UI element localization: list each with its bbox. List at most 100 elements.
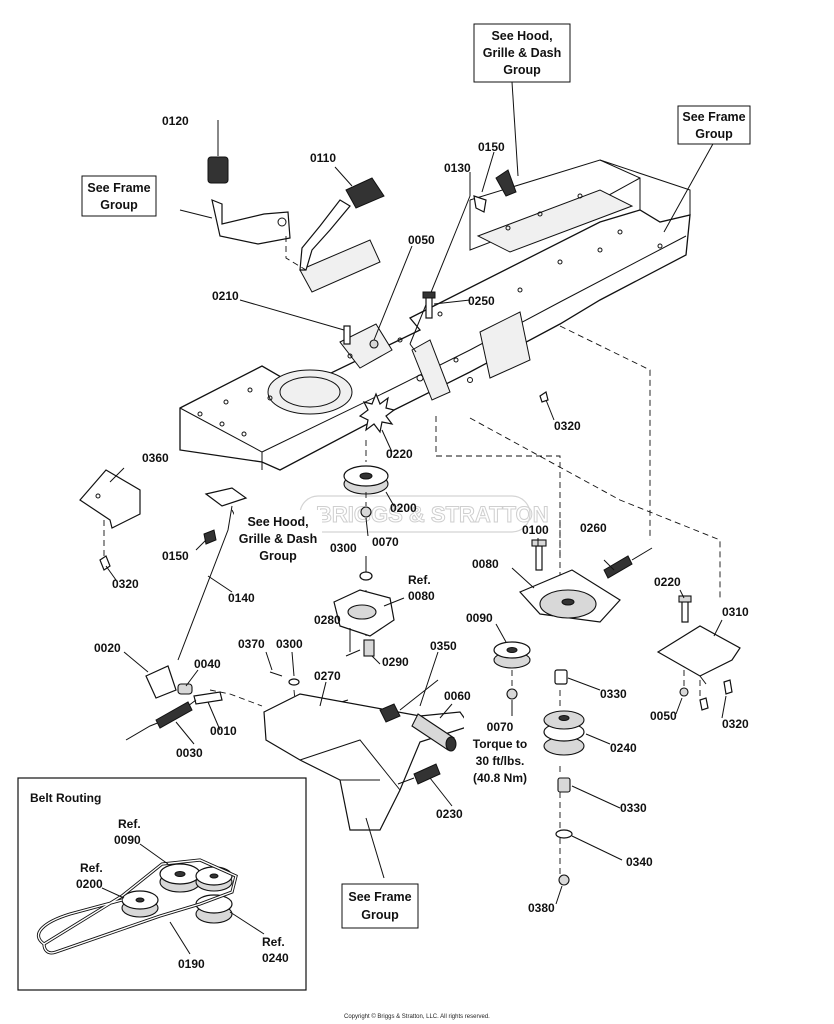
callout-0220-mid: 0220 [386, 447, 413, 461]
callout-0140: 0140 [228, 591, 255, 605]
part-0320-bolt-c [699, 679, 733, 711]
callout-0090: 0090 [466, 611, 493, 625]
torque-note: 0070 Torque to 30 ft/lbs. (40.8 Nm) [464, 716, 536, 792]
box-hood-top-line2: Grille & Dash [483, 46, 562, 60]
part-0330-spacer-b [557, 777, 571, 793]
callout-0320-left: 0320 [112, 577, 139, 591]
box-hood-top-line3: Group [503, 63, 541, 77]
torque-line-1: 0070 [487, 720, 514, 734]
callout-0320-top: 0320 [554, 419, 581, 433]
box-frame-right-line2: Group [695, 127, 733, 141]
callout-0070-mid: 0070 [372, 535, 399, 549]
callout-0270: 0270 [314, 669, 341, 683]
part-0100-bolt [531, 539, 547, 571]
callout-0310: 0310 [722, 605, 749, 619]
callout-ref-0080: 0080 [408, 589, 435, 603]
callout-0280: 0280 [314, 613, 341, 627]
callout-0300-mid: 0300 [276, 637, 303, 651]
callout-0330-top: 0330 [600, 687, 627, 701]
part-0080-idler-arm [518, 569, 621, 623]
part-0340-washer [555, 829, 573, 839]
watermark-text: BRIGGS & STRATTON [316, 502, 549, 527]
copyright: Copyright © Briggs & Stratton, LLC. All … [344, 1013, 490, 1020]
idler-bracket [333, 589, 395, 637]
belt-ref-0200-word: Ref. [80, 861, 103, 875]
pedal-arm [211, 199, 291, 245]
callout-0110: 0110 [310, 151, 336, 165]
box-frame-bottom-line1: See Frame [348, 890, 411, 904]
belt-pulley-0200 [121, 890, 159, 918]
part-0210-bolt [343, 325, 351, 345]
belt-pulley-0090 [159, 863, 201, 893]
callout-ref-0080-word: Ref. [408, 573, 431, 587]
callout-0230: 0230 [436, 807, 463, 821]
callout-0050-right: 0050 [650, 709, 677, 723]
belt-ref-0200: 0200 [76, 877, 103, 891]
part-0240-double-pulley [543, 710, 585, 756]
part-0140-rod [177, 487, 248, 661]
part-0350-spring [379, 679, 439, 723]
part-0090-pulley [493, 641, 531, 669]
box-hood-top: See Hood, Grille & Dash Group [473, 23, 571, 83]
box-hood-mid-line3: Group [259, 549, 297, 563]
part-0310-plate [656, 625, 741, 685]
part-0320-bolt-a [539, 391, 549, 403]
box-hood-mid-line1: See Hood, [247, 515, 308, 529]
box-hood-mid-line2: Grille & Dash [239, 532, 318, 546]
callout-0220-right: 0220 [654, 575, 681, 589]
callout-0350: 0350 [430, 639, 457, 653]
callout-0370: 0370 [238, 637, 265, 651]
belt-ref-0090-word: Ref. [118, 817, 141, 831]
torque-line-3: 30 ft/lbs. [476, 754, 525, 768]
belt-0190-label: 0190 [178, 957, 205, 971]
belt-ref-0240-word: Ref. [262, 935, 285, 949]
callout-0240: 0240 [610, 741, 637, 755]
chassis-frame [179, 159, 691, 471]
part-0260-spring [603, 547, 653, 579]
part-0320-bolt-b [99, 555, 111, 571]
part-0200-pulley [343, 465, 389, 495]
belt-routing-panel: Belt Routing Ref. 0090 [17, 777, 307, 991]
callout-0100: 0100 [522, 523, 549, 537]
box-frame-left-line2: Group [100, 198, 138, 212]
box-frame-left: See Frame Group [81, 175, 157, 217]
callout-0250: 0250 [468, 294, 495, 308]
callout-0300-top: 0300 [330, 541, 357, 555]
part-0150-clip-mid [203, 529, 217, 545]
part-0290-spacer [363, 639, 375, 657]
watermark: BRIGGS & STRATTON [299, 495, 549, 533]
callout-0330-bottom: 0330 [620, 801, 647, 815]
callout-0010: 0010 [210, 724, 237, 738]
belt-ref-0090: 0090 [114, 833, 141, 847]
box-frame-right: See Frame Group [677, 105, 751, 145]
callout-0050-top: 0050 [408, 233, 435, 247]
callout-0150-top: 0150 [478, 140, 505, 154]
part-0070-nut-b [506, 688, 518, 700]
part-0040-bushing [177, 683, 193, 695]
box-hood-top-line1: See Hood, [491, 29, 552, 43]
callout-0260: 0260 [580, 521, 607, 535]
box-frame-bottom: See Frame Group [341, 883, 419, 929]
callout-0340: 0340 [626, 855, 653, 869]
part-0060-grip [411, 713, 457, 752]
part-0050-nut [369, 339, 379, 349]
callout-0040: 0040 [194, 657, 221, 671]
callout-0200: 0200 [390, 501, 417, 515]
part-0050-nut-b [679, 687, 689, 697]
part-0300-washer-b [288, 678, 300, 686]
part-0120-pedal-pad [207, 120, 229, 184]
box-frame-left-line1: See Frame [87, 181, 150, 195]
part-0370-bolt [269, 671, 283, 677]
callout-0130: 0130 [444, 161, 471, 175]
torque-line-2: Torque to [473, 737, 527, 751]
part-0380-nut [558, 874, 570, 886]
part-0250-bolt [422, 291, 436, 319]
callout-0320-right: 0320 [722, 717, 749, 731]
belt-pulley-0240 [195, 866, 233, 924]
belt-0190 [36, 858, 238, 955]
part-0010-link [193, 691, 223, 705]
callout-0380: 0380 [528, 901, 555, 915]
part-0220-star-bracket [358, 392, 396, 434]
part-0280-bolt [345, 649, 361, 657]
part-0300-washer-a [359, 571, 373, 581]
